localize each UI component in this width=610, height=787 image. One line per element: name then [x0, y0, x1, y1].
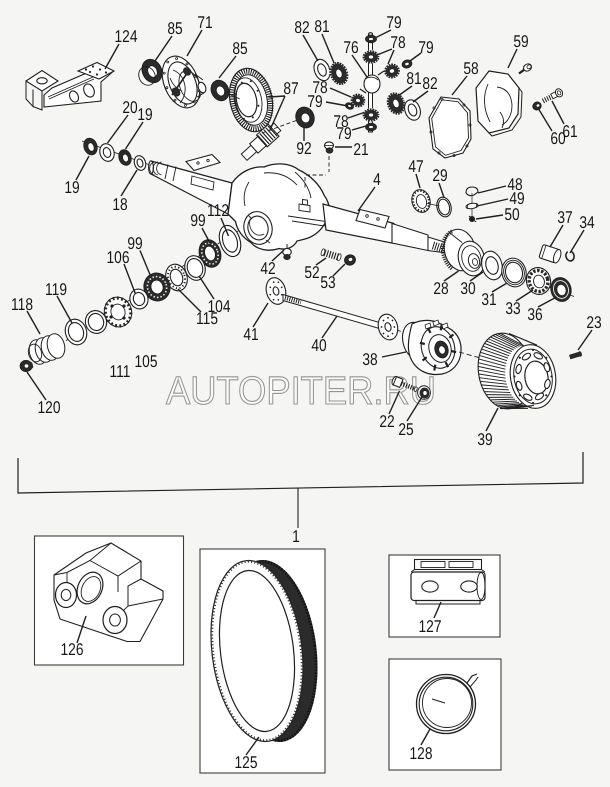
svg-text:37: 37: [557, 208, 572, 227]
svg-text:105: 105: [135, 352, 158, 371]
svg-text:52: 52: [304, 263, 319, 282]
svg-text:59: 59: [513, 32, 528, 51]
svg-text:81: 81: [406, 69, 421, 88]
svg-text:30: 30: [460, 279, 475, 298]
svg-text:82: 82: [422, 74, 437, 93]
svg-text:47: 47: [408, 157, 423, 176]
svg-text:99: 99: [127, 234, 142, 253]
svg-text:21: 21: [353, 140, 368, 159]
svg-text:111: 111: [110, 362, 131, 381]
svg-text:50: 50: [504, 205, 519, 224]
svg-text:53: 53: [320, 273, 335, 292]
svg-text:87: 87: [283, 79, 298, 98]
svg-text:92: 92: [296, 139, 311, 158]
svg-text:28: 28: [433, 279, 448, 298]
svg-text:85: 85: [167, 19, 182, 38]
svg-text:1: 1: [292, 527, 300, 546]
svg-text:120: 120: [38, 398, 61, 417]
svg-text:41: 41: [243, 325, 258, 344]
svg-text:23: 23: [586, 313, 601, 332]
svg-text:18: 18: [112, 195, 127, 214]
svg-text:78: 78: [390, 33, 405, 52]
svg-text:127: 127: [419, 617, 442, 636]
svg-text:119: 119: [45, 280, 67, 299]
svg-text:29: 29: [432, 166, 447, 185]
svg-text:115: 115: [196, 309, 218, 328]
svg-text:124: 124: [115, 27, 138, 46]
svg-text:58: 58: [463, 59, 478, 78]
svg-text:25: 25: [398, 420, 413, 439]
svg-text:106: 106: [107, 248, 130, 267]
svg-text:125: 125: [235, 753, 258, 772]
svg-text:38: 38: [362, 350, 377, 369]
svg-text:126: 126: [61, 640, 84, 659]
svg-text:36: 36: [527, 305, 542, 324]
svg-text:31: 31: [481, 290, 496, 309]
svg-text:40: 40: [311, 336, 326, 355]
svg-text:76: 76: [343, 38, 358, 57]
svg-text:79: 79: [386, 13, 401, 32]
svg-text:20: 20: [122, 98, 137, 117]
svg-text:60: 60: [550, 129, 565, 148]
svg-text:4: 4: [373, 170, 381, 189]
svg-text:99: 99: [190, 211, 205, 230]
svg-text:33: 33: [505, 299, 520, 318]
svg-text:85: 85: [232, 39, 247, 58]
svg-text:AUTOPITER.RU: AUTOPITER.RU: [166, 369, 436, 413]
svg-text:79: 79: [307, 92, 322, 111]
svg-text:112: 112: [207, 201, 229, 220]
svg-text:79: 79: [418, 38, 433, 57]
svg-text:61: 61: [562, 122, 577, 141]
svg-text:104: 104: [208, 297, 231, 316]
svg-text:78: 78: [312, 78, 327, 97]
svg-text:42: 42: [260, 259, 275, 278]
svg-text:128: 128: [410, 744, 433, 763]
svg-text:81: 81: [314, 17, 329, 36]
svg-text:82: 82: [294, 18, 309, 37]
svg-text:39: 39: [477, 430, 492, 449]
svg-text:49: 49: [509, 189, 524, 208]
svg-text:34: 34: [579, 213, 594, 232]
svg-text:78: 78: [333, 112, 348, 131]
svg-text:48: 48: [507, 175, 522, 194]
svg-text:19: 19: [64, 178, 79, 197]
svg-text:79: 79: [336, 124, 351, 143]
svg-text:118: 118: [11, 295, 33, 314]
svg-text:71: 71: [197, 13, 212, 32]
svg-text:19: 19: [137, 105, 152, 124]
svg-text:22: 22: [379, 412, 394, 431]
